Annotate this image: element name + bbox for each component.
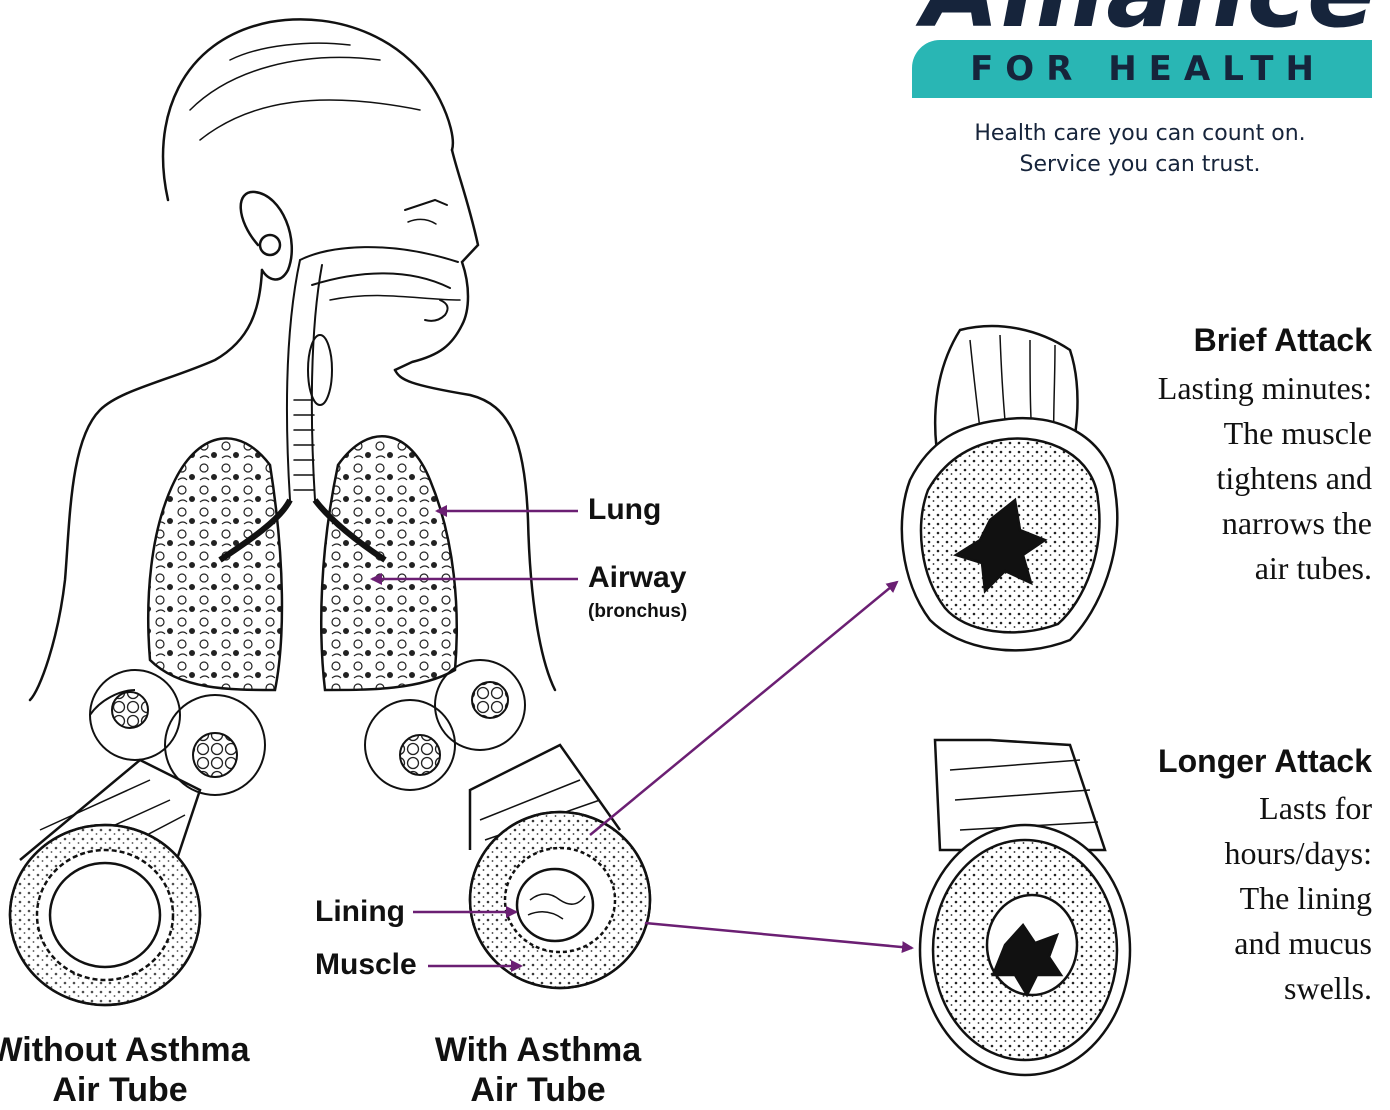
longer-attack-illustration (920, 740, 1130, 1075)
brief-attack-title: Brief Attack (1052, 322, 1372, 359)
with-asthma-caption: With Asthma Air Tube (388, 1030, 688, 1110)
with-asthma-line-1: With Asthma (388, 1030, 688, 1070)
lining-label: Lining (315, 895, 405, 929)
child-figure (30, 19, 555, 700)
longer-line-2: hours/days: (1132, 831, 1372, 876)
longer-line-5: swells. (1132, 966, 1372, 1011)
longer-attack-title: Longer Attack (1052, 743, 1372, 780)
brief-line-3: tightens and (1092, 456, 1372, 501)
right-lung (321, 436, 456, 690)
face-profile (395, 150, 478, 370)
tube-with-asthma (470, 745, 650, 988)
without-asthma-line-1: Without Asthma (0, 1030, 280, 1070)
muscle-label: Muscle (315, 948, 417, 982)
trachea-right (312, 265, 322, 500)
longer-line-1: Lasts for (1132, 786, 1372, 831)
without-asthma-caption: Without Asthma Air Tube (0, 1030, 280, 1110)
longer-attack-arrow (645, 923, 912, 948)
airway-sublabel: (bronchus) (588, 601, 687, 623)
brief-line-1: Lasting minutes: (1092, 366, 1372, 411)
brief-line-2: The muscle (1092, 411, 1372, 456)
tube-without-asthma (10, 760, 200, 1005)
brief-attack-illustration (902, 326, 1117, 650)
without-asthma-line-2: Air Tube (0, 1070, 280, 1110)
brief-attack-description: Lasting minutes: The muscle tightens and… (1092, 366, 1372, 591)
lung-label: Lung (588, 493, 661, 527)
with-asthma-line-2: Air Tube (388, 1070, 688, 1110)
trachea-left (287, 260, 300, 500)
brief-line-4: narrows the (1092, 501, 1372, 546)
brief-line-5: air tubes. (1092, 546, 1372, 591)
longer-line-4: and mucus (1132, 921, 1372, 966)
longer-line-3: The lining (1132, 876, 1372, 921)
longer-attack-description: Lasts for hours/days: The lining and muc… (1132, 786, 1372, 1011)
airway-label: Airway (588, 561, 686, 595)
left-lung (148, 438, 282, 690)
hair-outline (163, 19, 453, 200)
